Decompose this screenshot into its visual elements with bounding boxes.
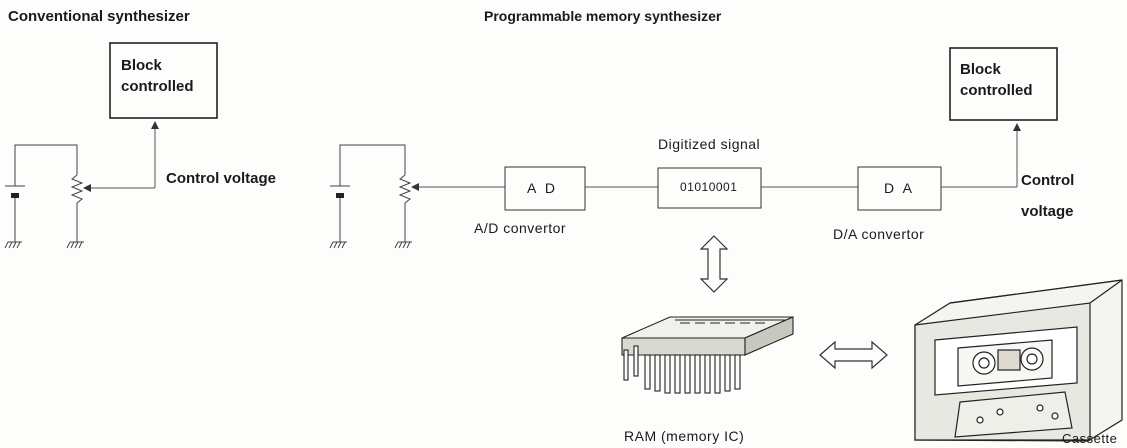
ram-label: RAM (memory IC) — [624, 428, 745, 444]
da-box-text: D A — [884, 180, 913, 196]
conventional-heading: Conventional synthesizer — [8, 8, 190, 25]
da-converter-label: D/A convertor — [833, 226, 925, 242]
conventional-block-box — [109, 42, 218, 119]
programmable-block-box — [949, 47, 1058, 121]
updown-double-arrow — [699, 235, 729, 293]
conventional-circuit — [4, 144, 84, 249]
leftright-double-arrow — [819, 340, 888, 370]
ram-chip-illustration — [621, 316, 794, 394]
programmable-block-label-line1: Block — [960, 61, 1001, 78]
conventional-control-voltage-label: Control voltage — [166, 170, 277, 187]
conventional-block-label-line2: controlled — [121, 78, 194, 95]
programmable-control-label-line2: voltage — [1021, 203, 1074, 220]
digitized-value-text: 01010001 — [680, 180, 738, 194]
cassette-label: Cassette — [1062, 431, 1118, 446]
da-converter-box — [857, 166, 942, 211]
ad-converter-label: A/D convertor — [474, 220, 567, 236]
ad-box-text: A D — [527, 180, 556, 196]
ad-converter-box — [504, 166, 586, 211]
digitized-signal-label: Digitized signal — [658, 136, 761, 152]
conventional-control-arrow — [83, 121, 159, 192]
programmable-block-label-line2: controlled — [960, 82, 1033, 99]
programmable-heading: Programmable memory synthesizer — [484, 8, 722, 24]
programmable-control-label-line1: Control — [1021, 172, 1075, 189]
programmable-circuit — [329, 144, 412, 249]
cassette-illustration — [914, 279, 1123, 442]
conventional-block-label-line1: Block — [121, 57, 162, 74]
da-control-arrow — [941, 123, 1021, 188]
digitized-signal-box — [657, 167, 762, 209]
